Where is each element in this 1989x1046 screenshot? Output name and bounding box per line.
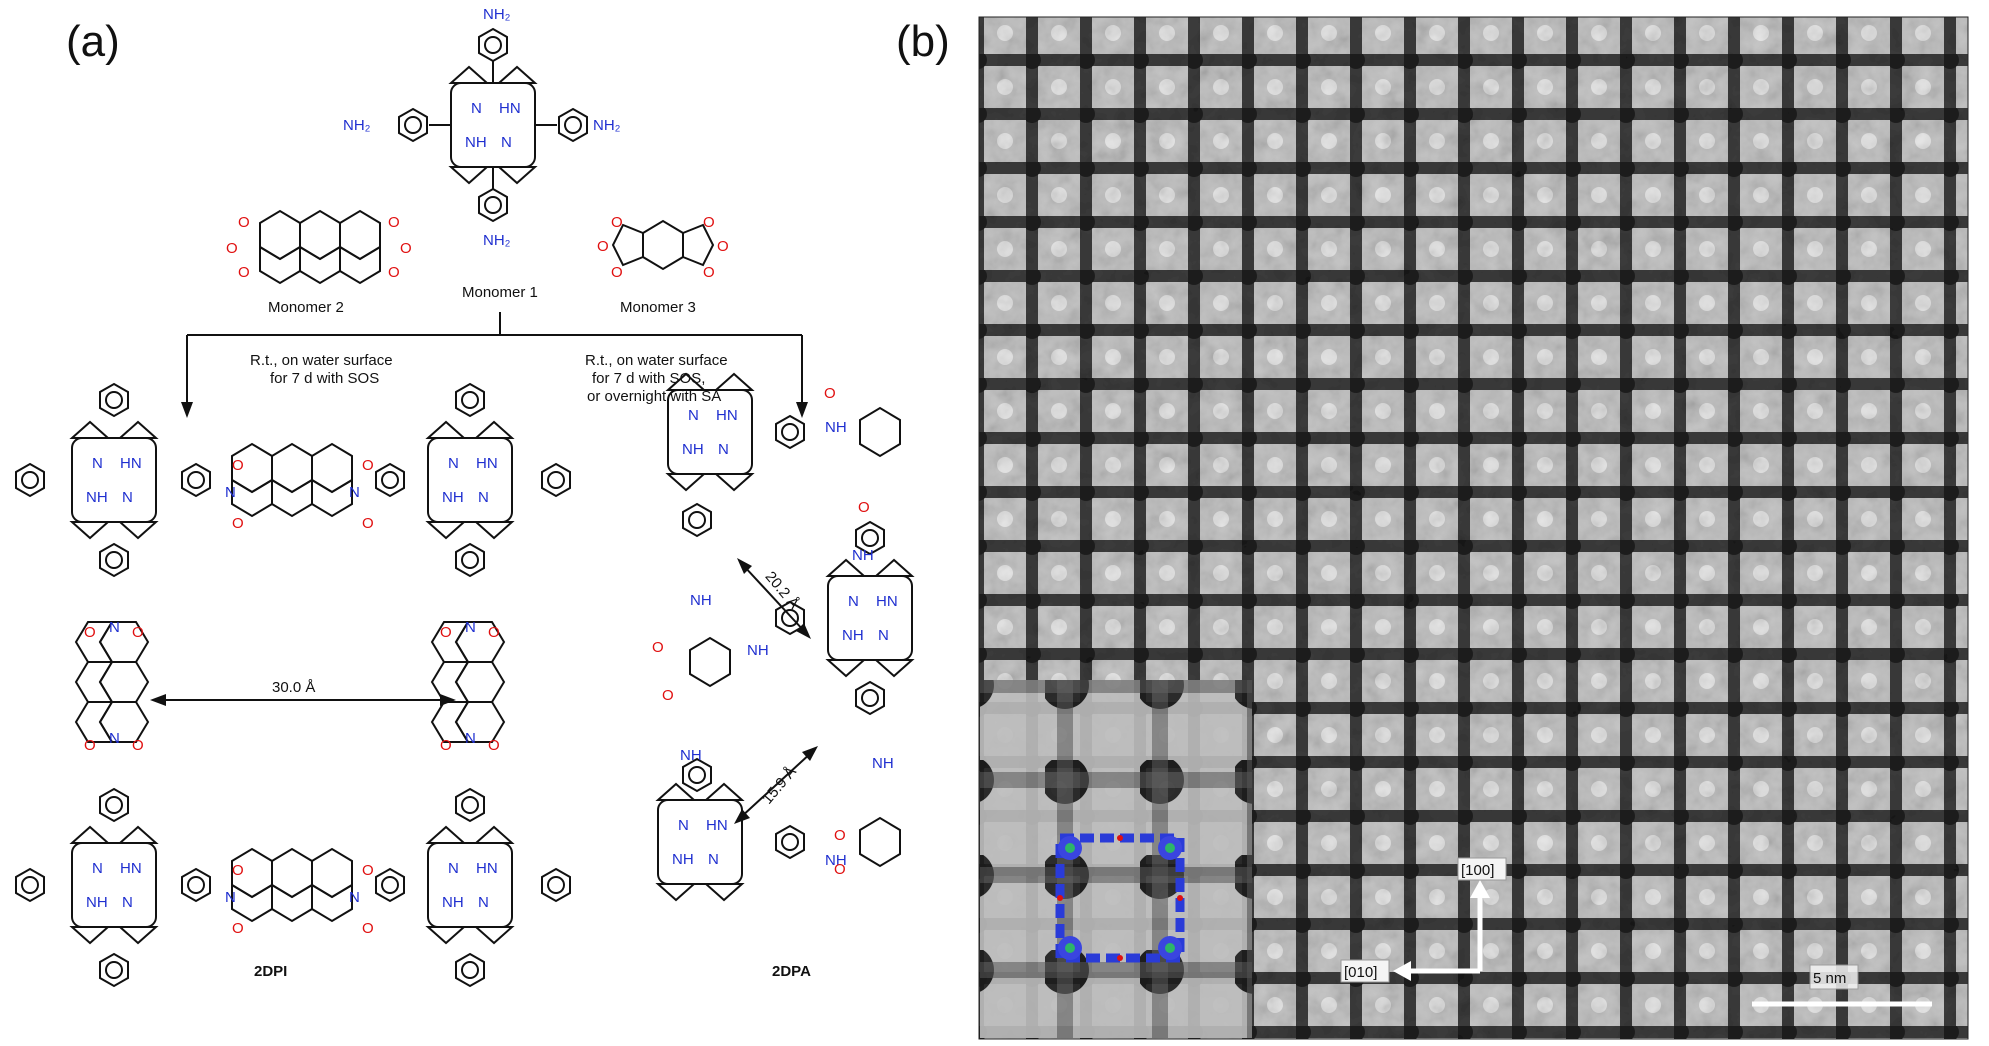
svg-text:NH: NH [690, 592, 712, 609]
panel-a: (a) NH₂ NH₂ NH₂ NH₂ Monomer 1 O O O O O [15, 6, 913, 987]
svg-text:O: O [400, 240, 412, 257]
svg-text:O: O [440, 624, 452, 641]
svg-text:O: O [611, 264, 623, 281]
svg-text:O: O [232, 920, 244, 937]
svg-text:O: O [238, 264, 250, 281]
svg-text:O: O [834, 861, 846, 878]
monomer-2-label: Monomer 2 [268, 299, 344, 316]
svg-text:NH: NH [825, 852, 847, 869]
nh2-top: NH₂ [483, 6, 511, 23]
svg-text:O: O [232, 515, 244, 532]
svg-text:O: O [703, 264, 715, 281]
panel-a-label: (a) [66, 17, 120, 66]
svg-text:O: O [238, 214, 250, 231]
svg-text:O: O [132, 624, 144, 641]
right-condition-line3: or overnight with SA [587, 388, 721, 405]
svg-text:O: O [362, 457, 374, 474]
svg-text:O: O [488, 737, 500, 754]
axis-100-box [1457, 857, 1507, 881]
inset-structure-overlay [1055, 833, 1185, 963]
svg-text:O: O [232, 862, 244, 879]
svg-text:O: O [717, 238, 729, 255]
right-condition-line2: for 7 d with SOS, [592, 370, 705, 387]
panel-b-label: (b) [896, 17, 950, 66]
svg-text:O: O [362, 515, 374, 532]
nh2-bottom: NH₂ [483, 232, 511, 249]
2dpa-label: 2DPA [772, 963, 811, 980]
svg-text:O: O [226, 240, 238, 257]
left-condition-line2: for 7 d with SOS [270, 370, 379, 387]
2dpi-distance-label: 30.0 Å [272, 679, 315, 696]
svg-text:N: N [109, 619, 120, 636]
scale-bar-label: 5 nm [1813, 970, 1846, 987]
svg-text:O: O [824, 385, 836, 402]
nh2-right: NH₂ [593, 117, 621, 134]
svg-text:N: N [465, 730, 476, 747]
svg-text:O: O [652, 639, 664, 656]
svg-text:NH: NH [747, 642, 769, 659]
svg-text:O: O [662, 687, 674, 704]
svg-text:N: N [225, 484, 236, 501]
monomer-3-label: Monomer 3 [620, 299, 696, 316]
svg-text:O: O [84, 737, 96, 754]
svg-text:O: O [703, 214, 715, 231]
svg-text:O: O [834, 827, 846, 844]
svg-text:NH: NH [680, 747, 702, 764]
svg-text:N: N [349, 889, 360, 906]
2dpa-network: NH NH NH NH NH NH NH O O O O O O [652, 373, 913, 901]
svg-text:O: O [388, 264, 400, 281]
svg-text:O: O [611, 214, 623, 231]
monomer-1-label: Monomer 1 [462, 284, 538, 301]
panel-b: (b) [896, 16, 1969, 1040]
direction-arrows [1393, 880, 1490, 981]
svg-text:O: O [232, 457, 244, 474]
reaction-arrows [181, 312, 808, 418]
svg-text:O: O [132, 737, 144, 754]
svg-text:O: O [84, 624, 96, 641]
monomer-1-structure: NH₂ NH₂ NH₂ NH₂ [343, 6, 621, 249]
axis-010-box [1340, 959, 1390, 983]
svg-text:NH: NH [852, 547, 874, 564]
svg-text:N: N [109, 730, 120, 747]
svg-text:N: N [225, 889, 236, 906]
svg-text:O: O [597, 238, 609, 255]
axis-010-label: [010] [1344, 964, 1377, 981]
monomer-3-structure: O O O O O O [597, 214, 729, 281]
svg-text:N: N [465, 619, 476, 636]
svg-text:NH: NH [825, 419, 847, 436]
svg-text:O: O [362, 862, 374, 879]
svg-text:O: O [488, 624, 500, 641]
svg-text:O: O [858, 499, 870, 516]
2dpi-network: N N N N N N N N O O O O O O O O O O O O … [15, 383, 571, 987]
svg-text:NH: NH [872, 755, 894, 772]
scale-bar [1752, 964, 1932, 1007]
left-condition-line1: R.t., on water surface [250, 352, 393, 369]
right-condition-line1: R.t., on water surface [585, 352, 728, 369]
2dpi-label: 2DPI [254, 963, 287, 980]
nh2-left: NH₂ [343, 117, 371, 134]
axis-100-label: [100] [1461, 862, 1494, 879]
simulated-inset [980, 680, 1252, 1038]
svg-text:O: O [362, 920, 374, 937]
monomer-2-structure: O O O O O O [226, 210, 412, 284]
svg-text:O: O [388, 214, 400, 231]
svg-text:O: O [440, 737, 452, 754]
svg-text:N: N [349, 484, 360, 501]
2dpa-distance-2-label: 15.9 Å [759, 763, 800, 807]
